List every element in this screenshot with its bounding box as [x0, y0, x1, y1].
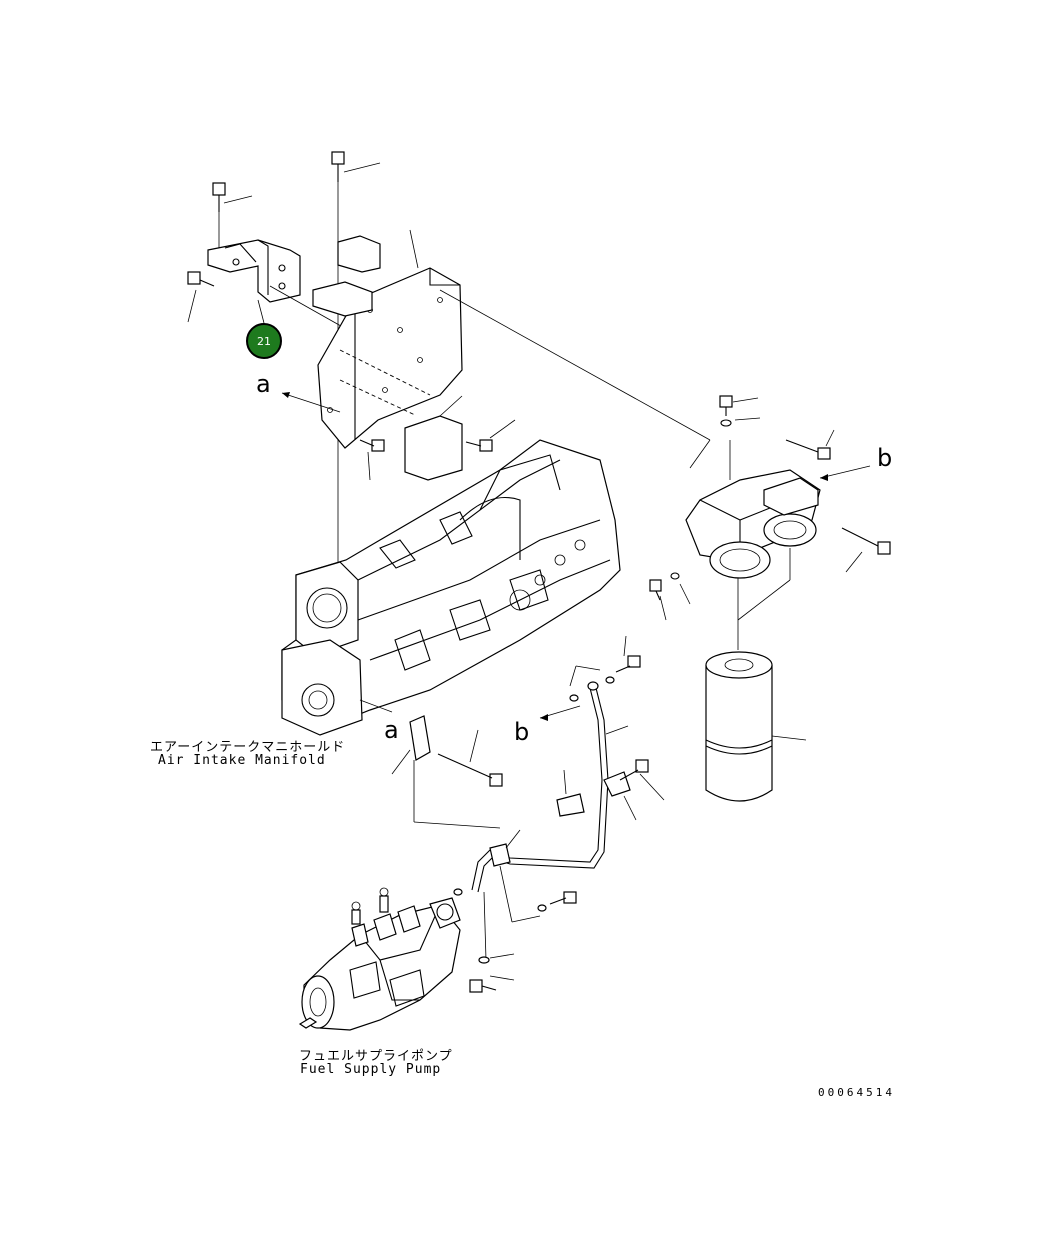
fuel-supply-pump [298, 887, 461, 1031]
label-air-intake-manifold-jp: エアーインテークマニホールド [150, 740, 346, 755]
intake-manifold [281, 439, 621, 736]
filter-cartridge [705, 651, 807, 802]
ref-mark-b-lower: b [514, 718, 530, 746]
label-fuel-supply-pump-jp: フュエルサプライポンプ [299, 1049, 453, 1064]
label-air-intake-manifold-en: Air Intake Manifold [158, 753, 326, 768]
ref-mark-a-upper: a [256, 370, 271, 398]
ref-arrows [281, 392, 871, 721]
manifold-plate [312, 229, 711, 481]
drawing-number: 00064514 [818, 1086, 895, 1099]
upper-bracket [187, 182, 349, 331]
callout-21[interactable]: 21 [246, 323, 282, 359]
label-fuel-supply-pump-en: Fuel Supply Pump [300, 1062, 442, 1077]
fuel-tube [391, 635, 665, 993]
filter-head [649, 395, 891, 650]
ref-mark-a-lower: a [384, 716, 399, 744]
ref-mark-b-right: b [877, 444, 893, 472]
